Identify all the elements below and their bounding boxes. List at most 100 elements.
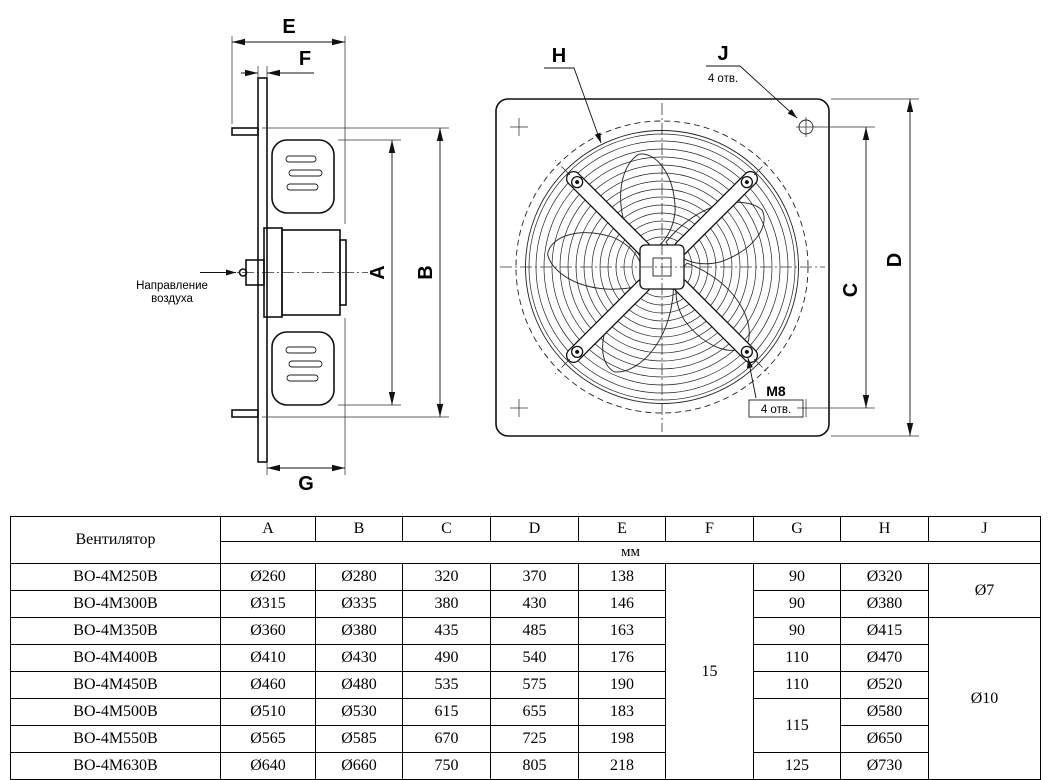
j-holes-note: 4 отв. [708, 73, 738, 85]
cell-H: Ø415 [840, 617, 929, 645]
callout-H: H [544, 45, 602, 144]
table-row: ВО-4М300В Ø315 Ø335 380 430 146 90 Ø380 [10, 590, 1041, 618]
cell-D: 485 [490, 617, 579, 645]
dim-label-D: D [884, 253, 906, 267]
cell-E: 176 [578, 644, 666, 672]
cell-model: ВО-4М630В [10, 752, 221, 780]
cell-E: 163 [578, 617, 666, 645]
cell-G: 90 [753, 563, 841, 591]
cell-D: 805 [490, 752, 579, 780]
dim-label-C: C [840, 283, 862, 297]
cell-G: 90 [753, 617, 841, 645]
cell-G: 125 [753, 752, 841, 780]
cell-D: 725 [490, 725, 579, 753]
mounting-plate-side [257, 77, 268, 463]
cell-C: 535 [402, 671, 491, 699]
callout-J: J 4 отв. [706, 43, 798, 119]
fan-column-header: Вентилятор [10, 516, 221, 564]
cell-model: ВО-4М400В [10, 644, 221, 672]
table-row: ВО-4М500В Ø510 Ø530 615 655 183 115 Ø580 [10, 698, 1041, 753]
cell-H: Ø730 [840, 752, 929, 780]
col-header-B: B [315, 516, 403, 542]
side-view: Направление воздуха E F A B G [136, 16, 449, 495]
dim-label-F: F [299, 48, 311, 70]
cell-E: 138 [578, 563, 666, 591]
cell-D: 430 [490, 590, 579, 618]
cell-E: 198 [578, 725, 666, 753]
cell-G: 110 [753, 644, 841, 672]
cell-model: ВО-4М250В [10, 563, 221, 591]
cell-D: 540 [490, 644, 579, 672]
fan-technical-drawing: Направление воздуха E F A B G [136, 16, 919, 495]
cell-model: ВО-4М500В [10, 698, 221, 726]
cell-C: 490 [402, 644, 491, 672]
cell-C: 380 [402, 590, 491, 618]
table-row: ВО-4М250В Ø260 Ø280 320 370 138 15 90 Ø3… [10, 563, 1041, 780]
dimensions-table: Вентилятор A B C D E F G H J мм ВО-4М250… [10, 516, 1041, 780]
cell-D: 575 [490, 671, 579, 699]
dim-label-E: E [282, 16, 295, 38]
table-row: ВО-4М550В Ø565 Ø585 670 725 198 Ø650 [10, 725, 1041, 753]
impeller-blade-top [271, 139, 335, 214]
inlet-collar-bottom [231, 409, 259, 418]
shaft-nut [238, 268, 248, 277]
cell-H: Ø520 [840, 671, 929, 699]
cell-E: 183 [578, 698, 666, 726]
cell-H: Ø650 [840, 725, 929, 753]
col-header-C: C [402, 516, 491, 542]
dim-label-H: H [552, 45, 566, 67]
cell-J-merged: Ø7 [928, 563, 1041, 618]
mounting-panel-front [495, 98, 830, 437]
cell-G: 90 [753, 590, 841, 618]
blade-louvers [285, 155, 323, 382]
cell-H: Ø320 [840, 563, 929, 591]
cell-B: Ø430 [315, 644, 403, 672]
cell-A: Ø565 [220, 725, 316, 753]
airflow-label-line1: Направление [136, 280, 208, 292]
cell-D: 655 [490, 698, 579, 726]
cell-model: ВО-4М300В [10, 590, 221, 618]
cell-A: Ø360 [220, 617, 316, 645]
col-header-F: F [665, 516, 754, 542]
cell-G-merged: 115 [753, 698, 841, 753]
table-row: ВО-4М450В Ø460 Ø480 535 575 190 110 Ø520 [10, 671, 1041, 699]
cell-C: 750 [402, 752, 491, 780]
cell-B: Ø280 [315, 563, 403, 591]
col-header-G: G [753, 516, 841, 542]
dim-label-G: G [298, 473, 314, 495]
cell-C: 615 [402, 698, 491, 726]
front-view: H J 4 отв. M8 4 отв. C D [495, 43, 919, 437]
table-row: ВО-4М350В Ø360 Ø380 435 485 163 90 Ø415 … [10, 617, 1041, 780]
cell-B: Ø585 [315, 725, 403, 753]
corner-hole-marks [510, 117, 816, 417]
cell-B: Ø335 [315, 590, 403, 618]
dim-label-J: J [717, 43, 728, 65]
cell-C: 320 [402, 563, 491, 591]
impeller-blade-bottom [271, 331, 335, 406]
cell-A: Ø510 [220, 698, 316, 726]
col-header-E: E [578, 516, 666, 542]
callout-M8: M8 4 отв. [747, 357, 804, 418]
cell-B: Ø480 [315, 671, 403, 699]
mounting-hole-top-right [798, 119, 814, 135]
bolt-holes-note: 4 отв. [761, 404, 791, 416]
col-header-J: J [928, 516, 1041, 542]
cell-G: 110 [753, 671, 841, 699]
col-header-H: H [840, 516, 929, 542]
cell-B: Ø660 [315, 752, 403, 780]
cell-A: Ø410 [220, 644, 316, 672]
cell-model: ВО-4М450В [10, 671, 221, 699]
cell-E: 218 [578, 752, 666, 780]
cell-A: Ø460 [220, 671, 316, 699]
cell-A: Ø315 [220, 590, 316, 618]
cell-H: Ø470 [840, 644, 929, 672]
dim-label-A: A [367, 265, 389, 279]
cell-A: Ø260 [220, 563, 316, 591]
cell-H: Ø580 [840, 698, 929, 726]
cell-model: ВО-4М550В [10, 725, 221, 753]
motor-end-cap [339, 239, 347, 306]
cell-E: 190 [578, 671, 666, 699]
cell-D: 370 [490, 563, 579, 591]
col-header-A: A [220, 516, 316, 542]
inlet-collar-top [231, 127, 259, 136]
